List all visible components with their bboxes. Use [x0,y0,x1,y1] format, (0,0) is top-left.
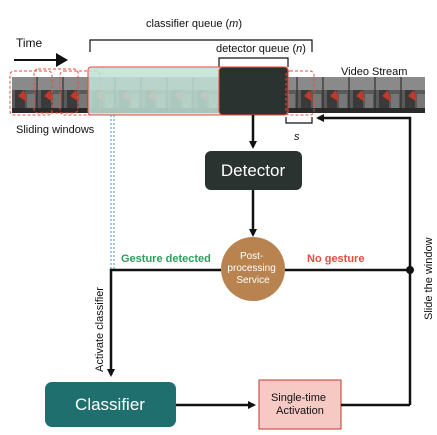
gesture-detected-label: Gesture detected [121,253,211,265]
time-arrow [14,53,68,67]
sliding-window-1 [9,70,53,116]
single-time-activation-label: Single-time Activation [271,392,329,417]
time-label: Time [16,36,43,50]
activate-classifier-label: Activate classifier [94,287,106,372]
detector-queue-bracket [218,57,289,67]
slide-window-label: Slide the window [423,237,435,320]
sliding-windows-label: Sliding windows [16,124,95,136]
stride-label: s [294,131,300,143]
video-stream-label: Video Stream [341,66,407,78]
sliding-window-2 [33,68,79,114]
detector-node [205,151,302,190]
stride-bracket [285,117,313,124]
detector-queue-label: detector queue (n) [216,43,306,55]
classifier-label: Classifier [75,395,145,414]
arrow-gesture-detected [107,268,221,377]
post-processing-label: Post- processing Service [227,251,278,286]
arrow-slide-window [316,114,412,405]
classifier-queue-bracket [89,39,313,52]
classifier-node [45,382,176,427]
next-window [285,70,315,116]
post-processing-node [221,237,285,301]
no-gesture-label: No gesture [307,253,364,265]
detector-queue-region [218,66,289,116]
detector-label: Detector [221,161,286,180]
classifier-queue-label: classifier queue (m) [146,18,242,30]
